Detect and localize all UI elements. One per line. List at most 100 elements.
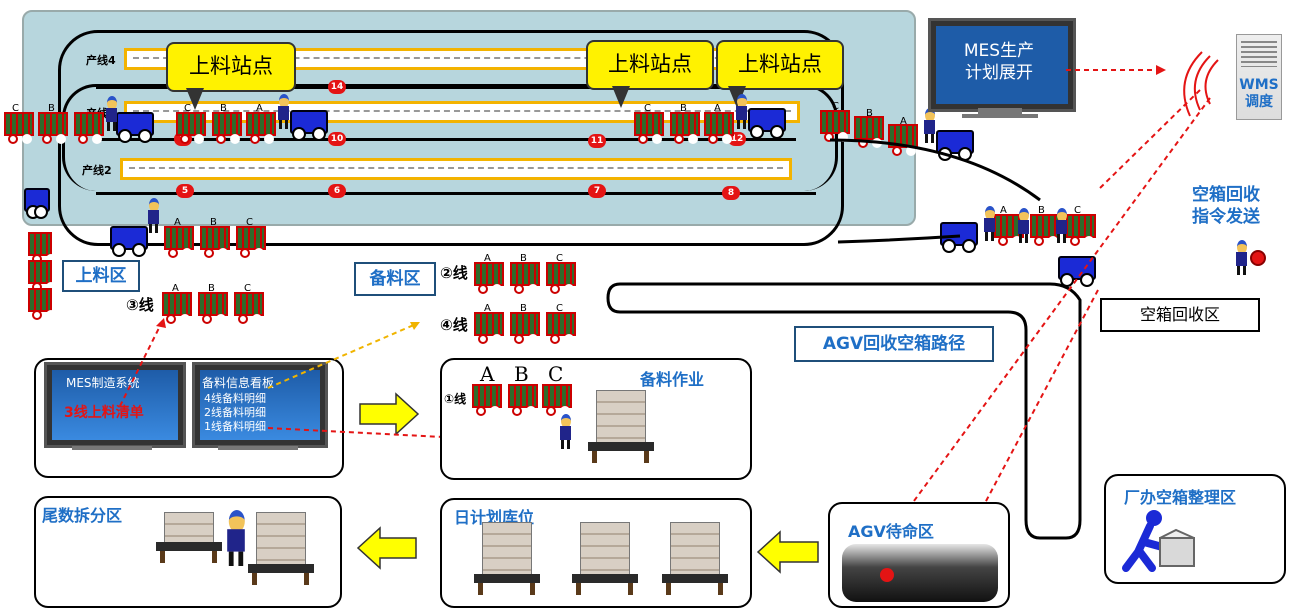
agv-robot-icon xyxy=(842,544,998,602)
cart-letter: A xyxy=(714,103,721,114)
monitor-base xyxy=(218,446,298,450)
cart xyxy=(704,112,734,144)
worker-icon xyxy=(558,414,572,449)
station-14: 14 xyxy=(328,80,346,94)
cart-letter: A xyxy=(484,253,491,264)
wms-label: WMS 调度 xyxy=(1239,77,1279,110)
agv-track-inner xyxy=(62,84,838,191)
cart xyxy=(474,262,504,294)
cart xyxy=(508,384,538,416)
prep-title: 备料作业 xyxy=(640,370,705,389)
board-title: 备料信息看板 xyxy=(202,376,275,390)
cart-letter: C xyxy=(1074,205,1081,216)
agv-vehicle xyxy=(116,112,154,143)
line3-label: ③线 xyxy=(126,296,154,314)
monitor-stand xyxy=(978,108,1022,114)
mes-system-title: MES制造系统 xyxy=(66,376,140,390)
board-monitor xyxy=(192,362,328,448)
station-10: 10 xyxy=(328,132,346,146)
cart-letter: C xyxy=(556,303,563,314)
cart-letter: B xyxy=(220,103,227,114)
cart-letter: A xyxy=(900,116,907,127)
cart xyxy=(198,292,228,324)
board-item-2: 2线备料明细 xyxy=(204,406,266,419)
cart-letter: C xyxy=(246,217,253,228)
cart-letter: B xyxy=(210,217,217,228)
cart-letter: B xyxy=(48,103,55,114)
cart xyxy=(212,112,242,144)
station-7: 7 xyxy=(588,184,606,198)
cart xyxy=(474,312,504,344)
cart-letter: B xyxy=(866,108,873,119)
worker-icon xyxy=(104,96,118,131)
wms-server-icon: WMS 调度 xyxy=(1236,34,1282,120)
cart xyxy=(670,112,700,144)
cart-letter: C xyxy=(184,103,191,114)
worker-icon xyxy=(982,206,996,241)
station-8: 8 xyxy=(722,186,740,200)
line-label-2: 产线2 xyxy=(82,164,112,177)
cart-letter: A xyxy=(256,103,263,114)
callout-tail-1 xyxy=(186,88,204,110)
agv-vehicle xyxy=(110,226,148,257)
tail-split-title: 尾数拆分区 xyxy=(42,506,123,525)
cart xyxy=(28,232,52,264)
empty-recovery-zone: 空箱回收区 xyxy=(1100,298,1260,332)
cart-letter: C xyxy=(12,103,19,114)
agv-robot-logo-icon xyxy=(880,568,894,582)
cart xyxy=(546,262,576,294)
cart xyxy=(1030,214,1060,246)
factory-empty-title: 厂办空箱整理区 xyxy=(1124,488,1237,507)
station-6: 6 xyxy=(328,184,346,198)
worker-icon xyxy=(1234,240,1248,275)
cart-letter: A xyxy=(174,217,181,228)
worker-icon xyxy=(146,198,160,233)
callout-tail-2 xyxy=(612,86,630,108)
box-worker-icon xyxy=(1122,510,1195,572)
cart xyxy=(510,312,540,344)
monitor-base xyxy=(72,446,152,450)
cart xyxy=(246,112,276,144)
worker-icon xyxy=(1016,208,1030,243)
cart xyxy=(1066,214,1096,246)
agv-wait-title: AGV待命区 xyxy=(848,522,934,541)
cart-letter: A xyxy=(484,303,491,314)
agv-route-label: AGV回收空箱路径 xyxy=(794,326,994,362)
cart xyxy=(28,260,52,292)
cart xyxy=(162,292,192,324)
cart-letter: C xyxy=(556,253,563,264)
rail-3 xyxy=(96,138,796,141)
line1-label: ①线 xyxy=(444,392,467,406)
station-11: 11 xyxy=(588,134,606,148)
cart xyxy=(510,262,540,294)
pallet-stack xyxy=(662,522,732,598)
production-line-2 xyxy=(120,158,792,180)
line2-label: ②线 xyxy=(440,264,468,282)
cart xyxy=(820,110,850,142)
cart xyxy=(28,288,52,320)
cart-letter: C xyxy=(244,283,251,294)
cart xyxy=(234,292,264,324)
cart-letter: B xyxy=(208,283,215,294)
prep-letter-b: B xyxy=(514,362,529,386)
monitor-base xyxy=(962,114,1038,118)
mes-plan-text: MES生产 计划展开 xyxy=(963,41,1035,83)
pallet-stack xyxy=(588,390,658,470)
cart xyxy=(634,112,664,144)
cart xyxy=(74,112,104,144)
zone-staging-label: 备料区 xyxy=(354,262,436,296)
cart xyxy=(236,226,266,258)
worker-icon xyxy=(224,510,246,566)
cart xyxy=(542,384,572,416)
cart-letter: C xyxy=(644,103,651,114)
cart-letter: B xyxy=(680,103,687,114)
pallet-stack xyxy=(156,512,226,592)
cart-letter: B xyxy=(520,303,527,314)
agv-vehicle xyxy=(1058,256,1096,287)
cart-letter: A xyxy=(172,283,179,294)
worker-icon xyxy=(1054,208,1068,243)
board-item-3: 1线备料明细 xyxy=(204,420,266,433)
cart xyxy=(200,226,230,258)
agv-vehicle xyxy=(940,222,978,253)
line4-label: ④线 xyxy=(440,316,468,334)
